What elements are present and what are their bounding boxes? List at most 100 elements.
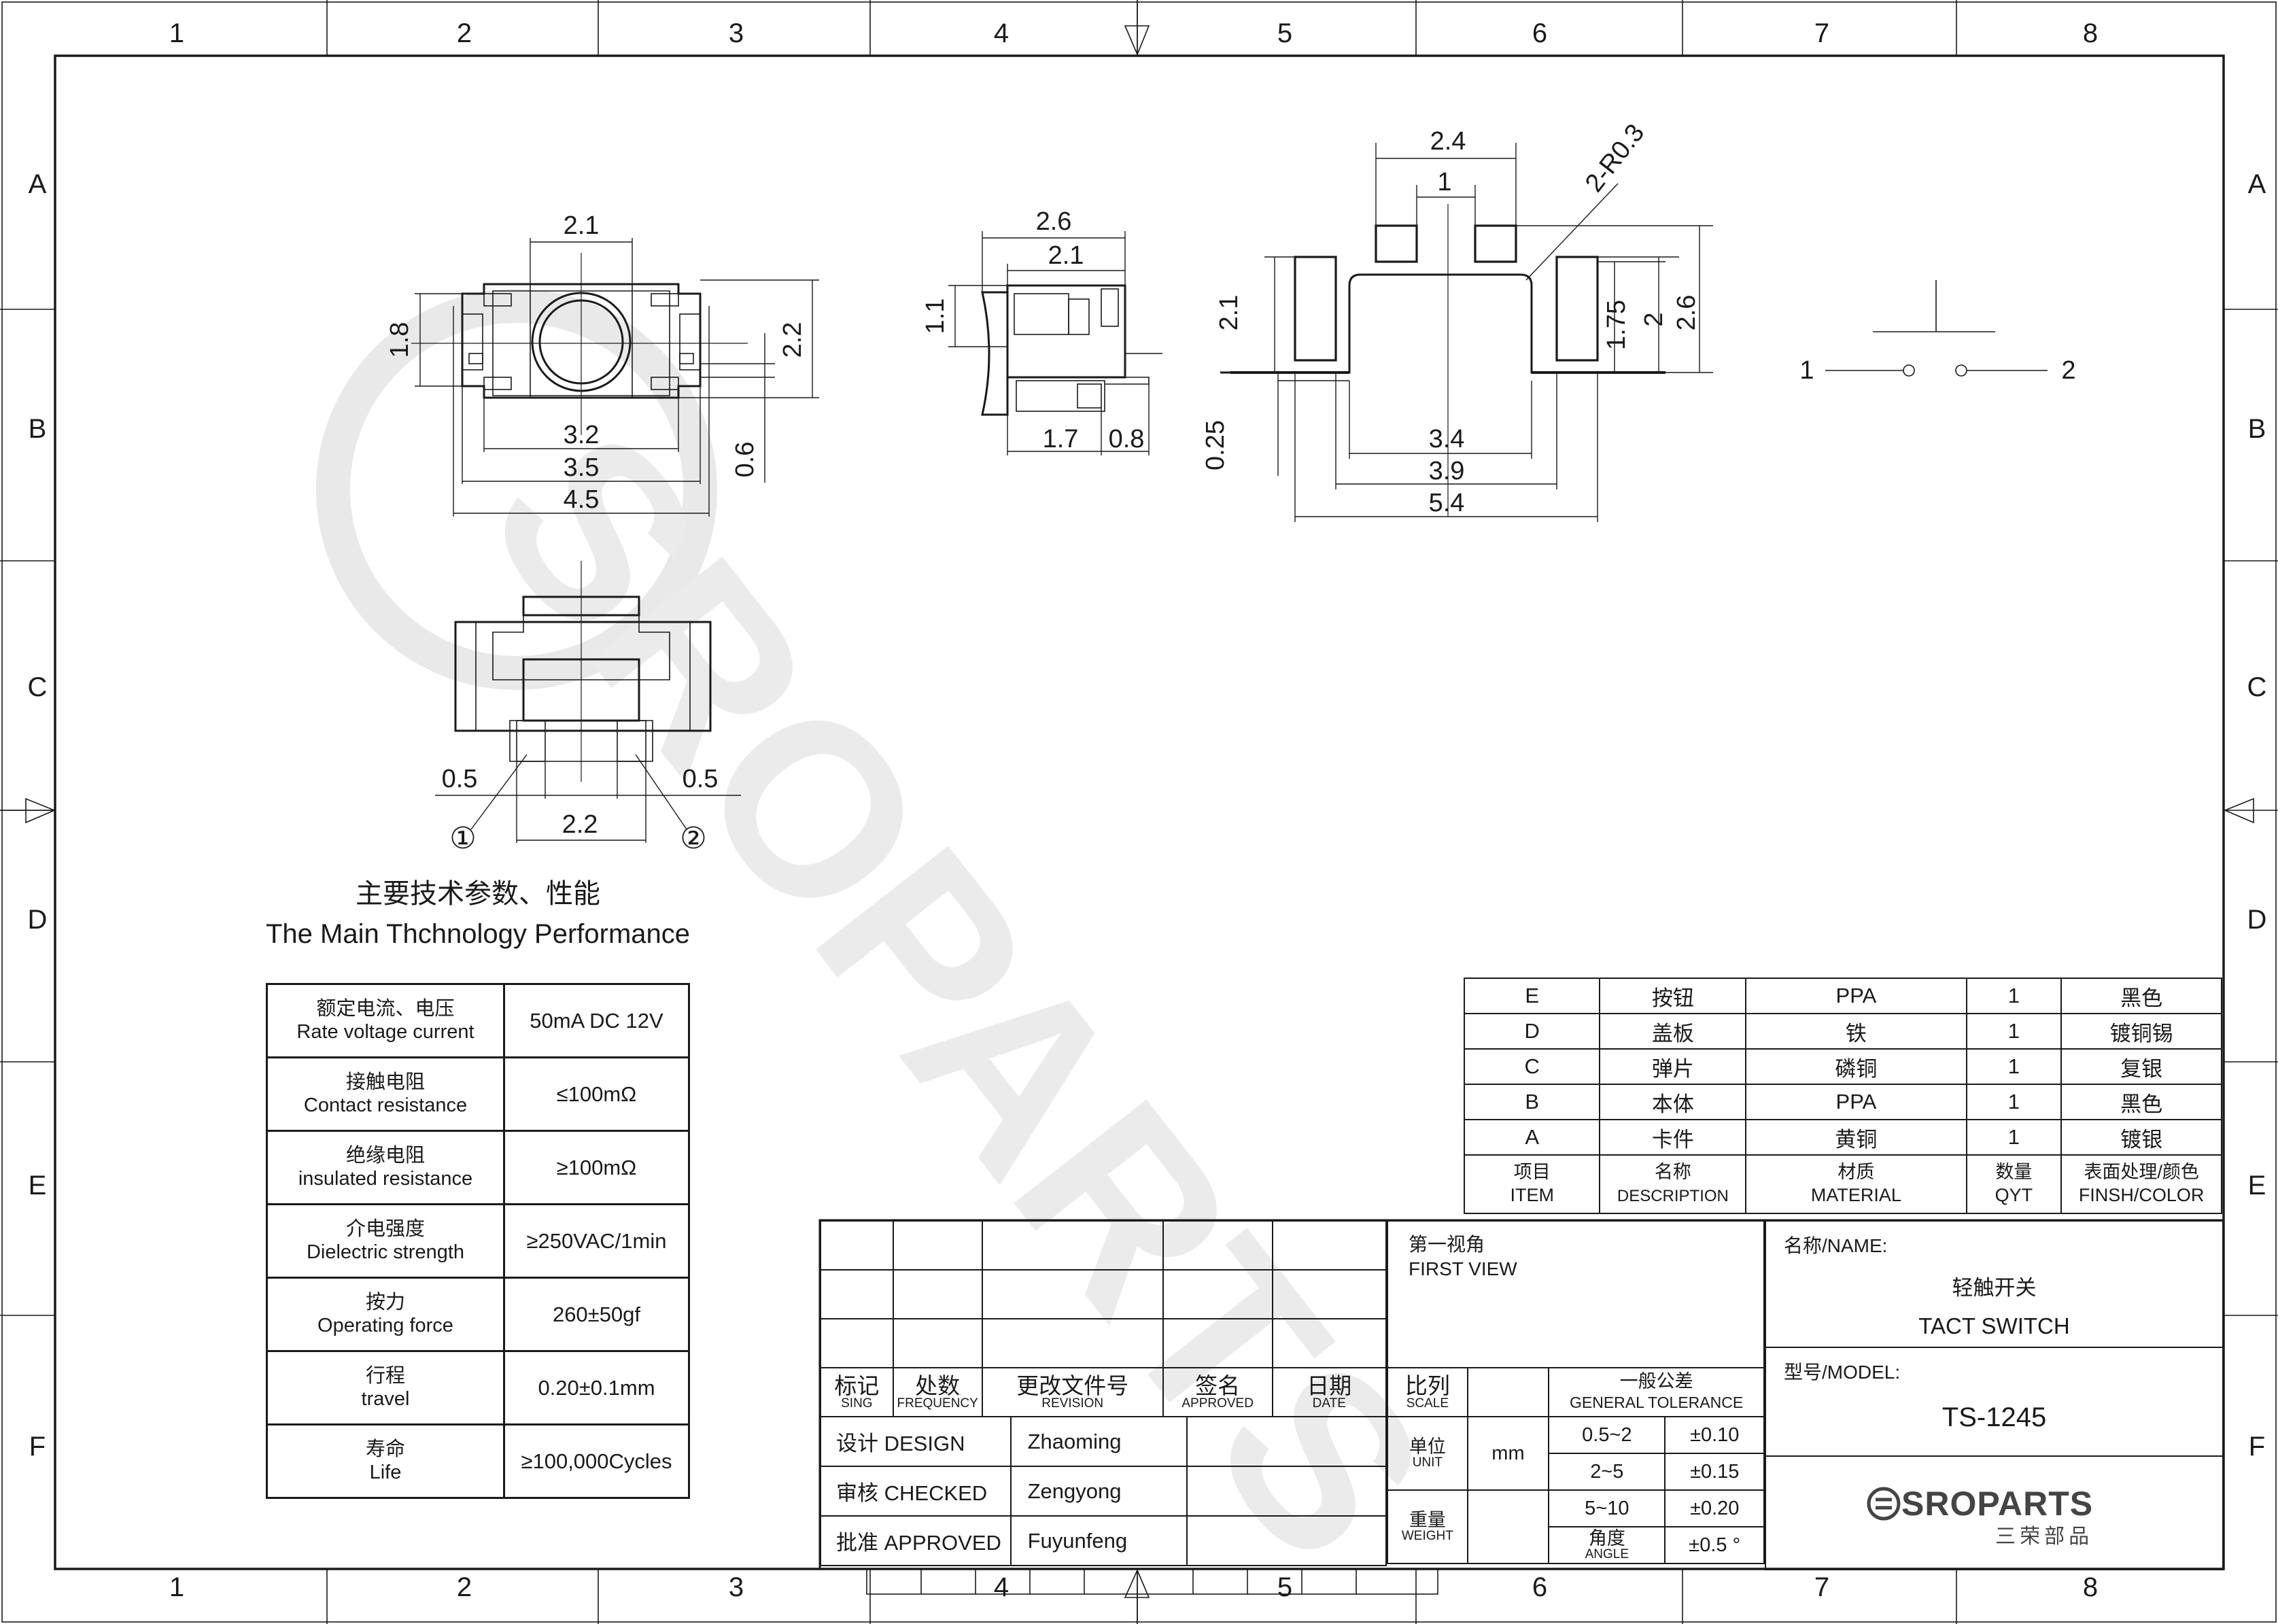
logo-cell (1765, 1455, 2224, 1570)
tol-value-1: ±0.10 (1664, 1416, 1765, 1454)
bom-item: A (1463, 1119, 1601, 1156)
top-zone-col-1: 1 (169, 18, 184, 48)
svg-text:5.4: 5.4 (1429, 489, 1465, 517)
svg-text:2-R0.3: 2-R0.3 (1580, 119, 1650, 198)
checked-name: Zengyong (1009, 1466, 1188, 1517)
top-zone-col-5: 5 (1277, 18, 1292, 48)
logo-text: SROPARTS (1901, 1485, 2094, 1523)
svg-text:2.1: 2.1 (564, 211, 600, 240)
bom-qty: 1 (1965, 1013, 2063, 1050)
bottom-strip (866, 1568, 1438, 1595)
unit-value: mm (1466, 1416, 1550, 1491)
bottom-zone-col-3: 3 (729, 1572, 744, 1602)
bom-material: 磷铜 (1745, 1048, 1967, 1085)
bom-material: PPA (1745, 1084, 1967, 1120)
svg-text:1.1: 1.1 (921, 298, 950, 334)
bom-qty: 1 (1965, 1119, 2063, 1156)
name-model-table: 名称/NAME: 轻触开关 TACT SWITCH 型号/MODEL: TS-1… (1765, 1220, 2224, 1570)
svg-text:1: 1 (1799, 356, 1814, 385)
bottom-zone-col-2: 2 (457, 1572, 472, 1602)
bom-item: D (1463, 1013, 1601, 1050)
angle-tol: ±0.5 ° (1664, 1526, 1765, 1564)
bom-material: 黄铜 (1745, 1119, 1967, 1156)
left-zone-row-A: A (29, 169, 47, 199)
svg-text:4.5: 4.5 (564, 485, 600, 514)
right-zone-row-C: C (2247, 672, 2267, 702)
svg-text:2.4: 2.4 (1430, 127, 1466, 156)
design-label: 设计 DESIGN (820, 1416, 1012, 1467)
tol-range-1: 0.5~2 (1548, 1416, 1666, 1454)
performance-title-en: The Main Thchnology Performance (266, 919, 690, 949)
svg-text:2.6: 2.6 (1036, 207, 1072, 236)
right-zone-row-A: A (2248, 169, 2266, 199)
checked-label: 审核 CHECKED (820, 1466, 1012, 1517)
bom-item: E (1463, 978, 1601, 1014)
bom-qty: 1 (1965, 978, 2063, 1014)
bom-desc: 本体 (1599, 1084, 1747, 1120)
performance-value: 260±50gf (503, 1277, 690, 1352)
left-zone-row-C: C (28, 672, 48, 702)
bottom-zone-col-8: 8 (2083, 1572, 2098, 1602)
bom-finish: 镀铜锡 (2060, 1013, 2222, 1050)
approved-name: Fuyunfeng (1009, 1515, 1188, 1566)
left-zone-row-D: D (28, 905, 48, 935)
model-value: TS-1245 (1942, 1402, 2047, 1432)
bom-finish: 黑色 (2060, 1084, 2222, 1120)
company-logo: SROPARTS 三荣部品 (1866, 1484, 2093, 1549)
bottom-zone-col-1: 1 (169, 1572, 184, 1602)
right-zone-row-E: E (2248, 1171, 2266, 1200)
svg-text:2.2: 2.2 (778, 322, 807, 358)
svg-text:2.1: 2.1 (1048, 241, 1084, 270)
svg-text:1.75: 1.75 (1602, 300, 1631, 350)
top-zone-col-6: 6 (1532, 18, 1547, 48)
performance-value: 50mA DC 12V (503, 983, 690, 1058)
bom-desc: 按钮 (1599, 978, 1747, 1014)
left-zone-row-B: B (29, 414, 47, 444)
top-zone-col-2: 2 (457, 18, 472, 48)
signoff-table: 设计 DESIGN Zhaoming 审核 CHECKED Zengyong 批… (820, 1416, 1387, 1566)
footprint-view: 2.4 1 2-R0.3 2.1 1.75 2 2.6 0.25 3.4 3.9 (1201, 119, 1713, 522)
svg-text:3.4: 3.4 (1429, 425, 1465, 453)
performance-value: ≥100mΩ (503, 1130, 690, 1205)
bom-finish: 黑色 (2060, 978, 2222, 1014)
bom-desc: 卡件 (1599, 1119, 1747, 1156)
bom-material: 铁 (1745, 1013, 1967, 1050)
bottom-zone-col-5: 5 (1277, 1572, 1292, 1602)
title-block-frame (818, 1219, 2225, 1570)
bom-qty: 1 (1965, 1048, 2063, 1085)
svg-text:2: 2 (1640, 312, 1668, 326)
tol-range-3: 5~10 (1548, 1489, 1666, 1527)
svg-text:0.5: 0.5 (683, 765, 719, 793)
svg-text:1.7: 1.7 (1043, 425, 1079, 453)
svg-text:3.2: 3.2 (564, 421, 600, 449)
performance-value: 0.20±0.1mm (503, 1350, 690, 1426)
svg-text:0.5: 0.5 (442, 765, 478, 793)
front-view: 0.5 0.5 2.2 ① ② (435, 561, 741, 855)
performance-value: ≤100mΩ (503, 1056, 690, 1132)
